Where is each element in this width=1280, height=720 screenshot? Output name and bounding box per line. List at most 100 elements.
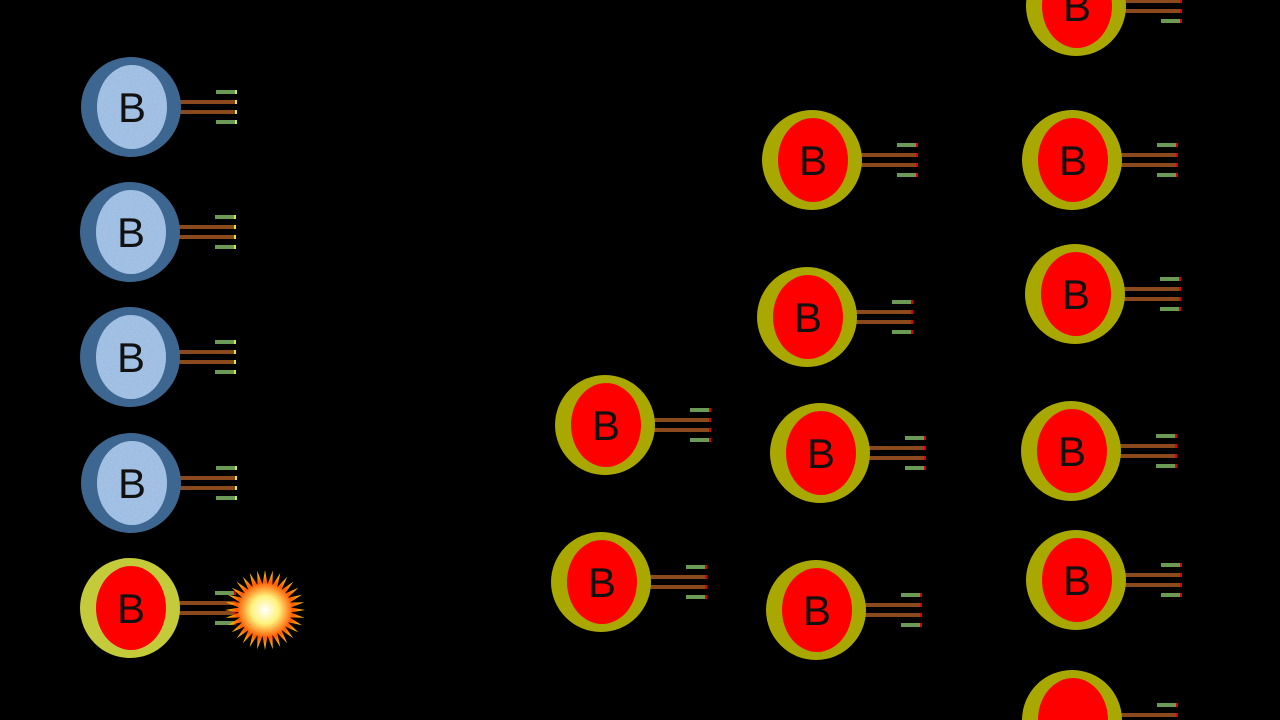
antibody-tip xyxy=(911,320,913,324)
antibody-tip xyxy=(234,370,236,374)
antibody-receptor xyxy=(1123,277,1181,311)
antibody-tip xyxy=(924,466,926,470)
antibody-arm xyxy=(897,143,918,147)
cell-nucleus xyxy=(97,65,167,149)
antibody-receptor xyxy=(179,90,237,124)
antibody-tip xyxy=(1176,163,1178,167)
antibody-arm xyxy=(905,436,926,440)
antibody-stem xyxy=(860,153,918,157)
plasma-b-cell: B xyxy=(1022,110,1178,210)
antibody-tip xyxy=(916,163,918,167)
antibody-arm xyxy=(690,438,711,442)
cell-nucleus xyxy=(1042,538,1112,622)
cell-label: B xyxy=(803,587,831,634)
antibody-arm xyxy=(216,120,237,124)
antibody-stem xyxy=(1123,287,1181,291)
antibody-tip xyxy=(916,153,918,157)
antibody-arm xyxy=(1160,307,1181,311)
plasma-b-cell: B xyxy=(766,560,922,660)
cell-label: B xyxy=(588,559,616,606)
antibody-stem xyxy=(1124,0,1182,3)
antibody-tip xyxy=(924,446,926,450)
antibody-stem xyxy=(864,613,922,617)
antibody-receptor xyxy=(653,408,711,442)
cell-nucleus xyxy=(778,118,848,202)
antibody-arm xyxy=(1157,703,1178,707)
antibody-receptor xyxy=(1120,143,1178,177)
antibody-arm xyxy=(1161,593,1182,597)
starburst-antigen-icon xyxy=(225,570,305,650)
plasma-b-cell: B xyxy=(1026,530,1182,630)
plasma-b-cell: B xyxy=(1025,244,1181,344)
antibody-receptor xyxy=(178,591,236,625)
cell-nucleus xyxy=(1038,678,1108,720)
cell-label: B xyxy=(1062,271,1090,318)
antibody-tip xyxy=(234,360,236,364)
antibody-arm xyxy=(686,595,707,599)
antibody-arm xyxy=(215,621,236,625)
antibody-tip xyxy=(1180,19,1182,23)
antibody-tip xyxy=(1176,173,1178,177)
antibody-stem xyxy=(178,360,236,364)
cell-nucleus xyxy=(786,411,856,495)
antibody-tip xyxy=(235,90,237,94)
antibody-tip xyxy=(911,310,913,314)
cell-nucleus xyxy=(567,540,637,624)
antibody-tip xyxy=(1179,277,1181,281)
antibody-stem xyxy=(1120,713,1178,717)
cell-nucleus xyxy=(1038,118,1108,202)
cell-label: B xyxy=(799,137,827,184)
antibody-stem xyxy=(1119,444,1177,448)
antibody-stem xyxy=(855,310,913,314)
cell-nucleus xyxy=(1041,252,1111,336)
antibody-tip xyxy=(234,350,236,354)
cell-label: B xyxy=(1059,137,1087,184)
naive-b-cell: B xyxy=(80,182,236,282)
antibody-arm xyxy=(215,245,236,249)
antibody-tip xyxy=(1179,307,1181,311)
antibody-tip xyxy=(920,623,922,627)
antibody-arm xyxy=(1157,143,1178,147)
antibody-tip xyxy=(709,408,711,412)
antibody-tip xyxy=(1180,583,1182,587)
antibody-arm xyxy=(1156,464,1177,468)
antibody-receptor xyxy=(860,143,918,177)
cell-label: B xyxy=(592,402,620,449)
antibody-tip xyxy=(1180,9,1182,13)
antibody-arm xyxy=(1161,563,1182,567)
antibody-arm xyxy=(901,593,922,597)
plasma-b-cell: B xyxy=(1026,0,1182,56)
cell-nucleus xyxy=(96,566,166,650)
antibody-tip xyxy=(916,173,918,177)
antibody-stem xyxy=(1123,297,1181,301)
antibody-arm xyxy=(905,466,926,470)
antibody-stem xyxy=(179,476,237,480)
antibody-stem xyxy=(864,603,922,607)
antibody-tip xyxy=(235,486,237,490)
antibody-arm xyxy=(216,496,237,500)
antibody-stem xyxy=(653,428,711,432)
antibody-tip xyxy=(705,565,707,569)
antibody-tip xyxy=(1179,287,1181,291)
antibody-stem xyxy=(649,575,707,579)
antibody-tip xyxy=(234,235,236,239)
antibody-stem xyxy=(649,585,707,589)
antibody-stem xyxy=(868,446,926,450)
antibody-receptor xyxy=(864,593,922,627)
naive-b-cell: B xyxy=(81,433,237,533)
cell-nucleus xyxy=(1037,409,1107,493)
antibody-stem xyxy=(178,225,236,229)
antibody-tip xyxy=(1176,713,1178,717)
antibody-arm xyxy=(686,565,707,569)
antibody-tip xyxy=(709,438,711,442)
antibody-tip xyxy=(234,611,236,615)
cell-label: B xyxy=(117,209,145,256)
antibody-tip xyxy=(234,215,236,219)
antibody-receptor xyxy=(179,466,237,500)
antibody-tip xyxy=(235,466,237,470)
plasma-b-cell: B xyxy=(762,110,918,210)
plasma-b-cell: B xyxy=(770,403,926,503)
naive-b-cell: B xyxy=(80,307,236,407)
antibody-tip xyxy=(1175,444,1177,448)
